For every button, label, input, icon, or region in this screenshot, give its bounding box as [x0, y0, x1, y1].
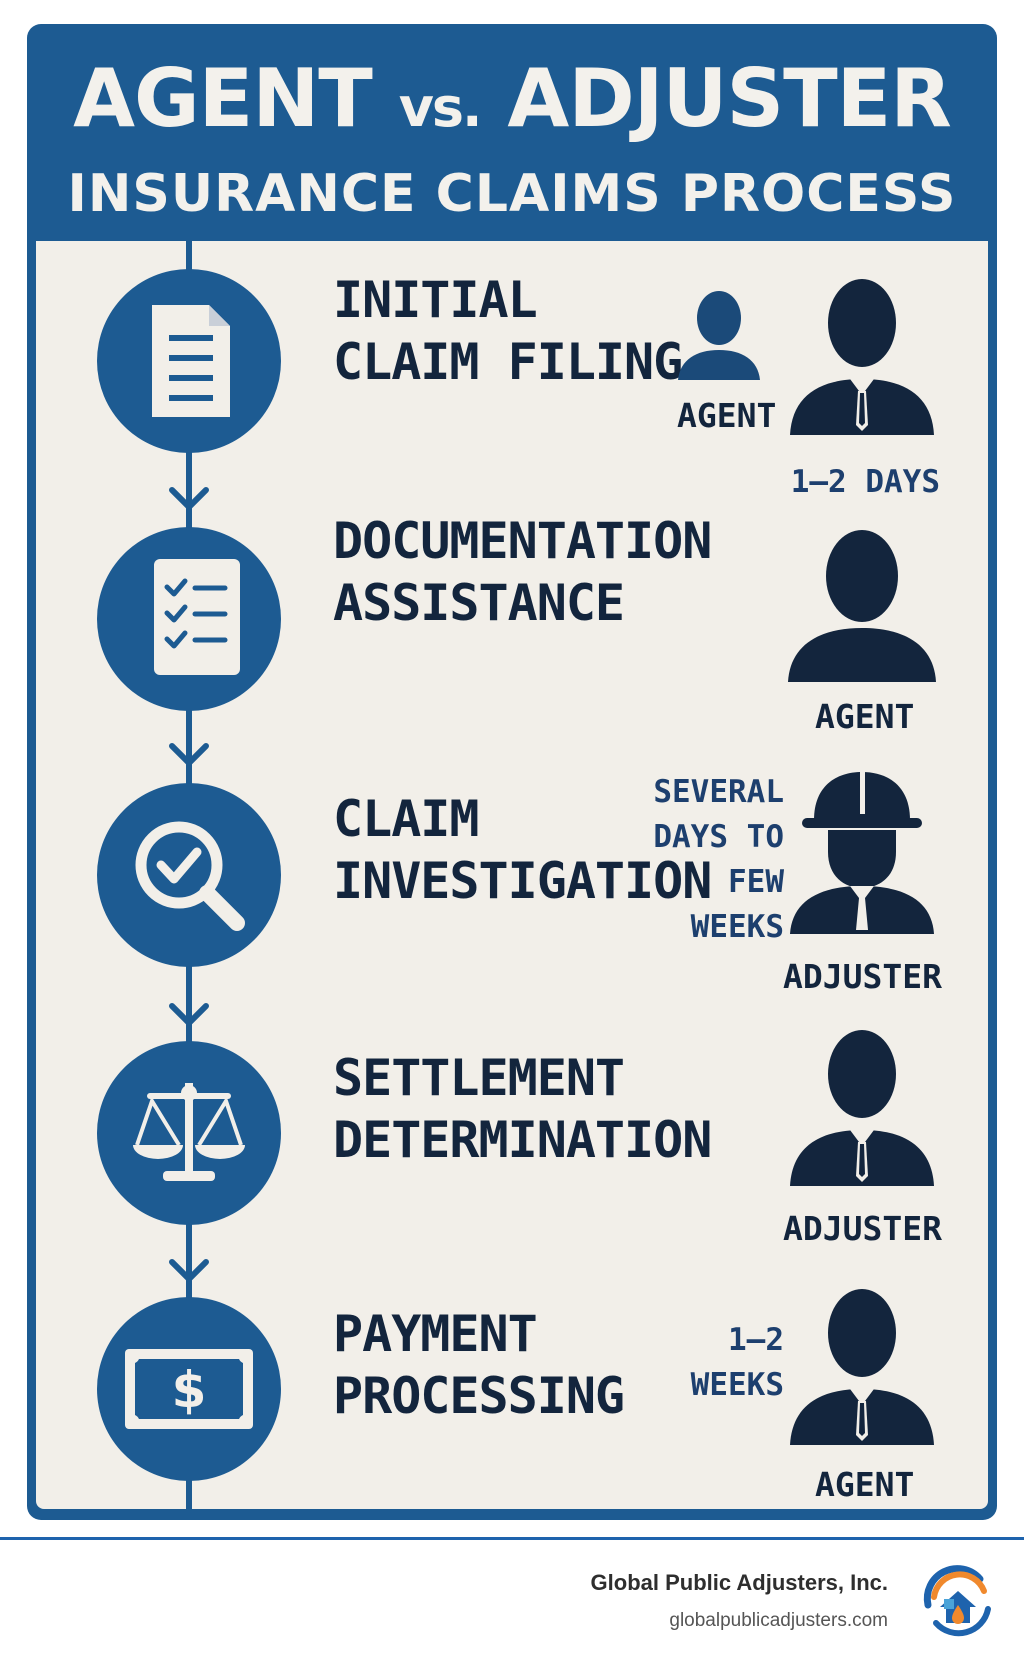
- step-4-title: SETTLEMENT DETERMINATION: [333, 1047, 712, 1171]
- role-label: AGENT: [815, 697, 915, 736]
- step-1-title-line2: CLAIM FILING: [333, 333, 683, 391]
- role-label: ADJUSTER: [783, 1209, 942, 1248]
- duration-line: DAYS TO: [653, 819, 784, 855]
- step-4-title-line1: SETTLEMENT: [333, 1049, 625, 1107]
- step-4-title-line2: DETERMINATION: [333, 1111, 712, 1169]
- header: AGENT vs. ADJUSTER INSURANCE CLAIMS PROC…: [27, 24, 997, 240]
- person-suit-icon: [790, 279, 934, 435]
- step-5-title-line1: PAYMENT: [333, 1305, 538, 1363]
- role-label: AGENT: [677, 396, 777, 435]
- checklist-icon: [97, 527, 281, 711]
- scales-icon: [97, 1041, 281, 1225]
- company-name: Global Public Adjusters, Inc.: [590, 1570, 888, 1595]
- duration-label: SEVERAL DAYS TO FEW WEEKS: [653, 770, 784, 950]
- company-logo-icon: [923, 1565, 991, 1637]
- step-3-title-line1: CLAIM: [333, 790, 480, 848]
- step-2-title: DOCUMENTATION ASSISTANCE: [333, 510, 712, 634]
- step-5-title: PAYMENT PROCESSING: [333, 1303, 625, 1427]
- step-1-title-line1: INITIAL: [333, 271, 538, 329]
- svg-text:$: $: [172, 1361, 207, 1419]
- website-link[interactable]: globalpublicadjusters.com: [669, 1610, 888, 1631]
- document-icon: [97, 269, 281, 453]
- person-small-icon: [678, 291, 760, 380]
- role-label: AGENT: [815, 1465, 915, 1504]
- duration-label: 1–2 DAYS: [790, 464, 940, 500]
- step-1-title: INITIAL CLAIM FILING: [333, 269, 683, 393]
- duration-line: WEEKS: [690, 909, 784, 945]
- page-subtitle: INSURANCE CLAIMS PROCESS: [67, 164, 957, 224]
- step-3-title: CLAIM INVESTIGATION: [333, 788, 712, 912]
- duration-line: WEEKS: [690, 1367, 784, 1403]
- person-icon: [788, 530, 936, 682]
- title-vs: vs.: [398, 76, 483, 139]
- duration-label: 1–2 WEEKS: [691, 1318, 784, 1408]
- step-2-title-line1: DOCUMENTATION: [333, 512, 712, 570]
- duration-line: 1–2: [728, 1322, 784, 1358]
- step-5-title-line2: PROCESSING: [333, 1367, 625, 1425]
- title-adjuster: ADJUSTER: [507, 52, 951, 145]
- step-2-title-line2: ASSISTANCE: [333, 574, 625, 632]
- page-title: AGENT vs. ADJUSTER: [27, 54, 997, 153]
- step-3-title-line2: INVESTIGATION: [333, 852, 712, 910]
- role-label: ADJUSTER: [783, 957, 942, 996]
- title-agent: AGENT: [73, 52, 373, 145]
- footer-divider: [0, 1537, 1024, 1540]
- magnifier-check-icon: [97, 783, 281, 967]
- duration-line: FEW: [728, 864, 784, 900]
- duration-line: SEVERAL: [653, 774, 784, 810]
- person-hardhat-icon: [790, 770, 934, 934]
- person-suit-icon: [790, 1289, 934, 1445]
- dollar-bill-icon: $: [97, 1297, 281, 1481]
- person-suit-icon: [790, 1030, 934, 1186]
